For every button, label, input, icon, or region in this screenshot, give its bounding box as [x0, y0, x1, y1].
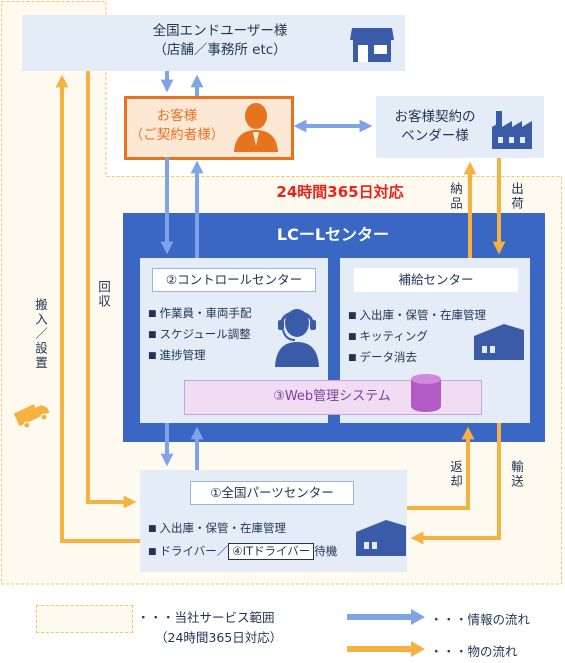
goods-arrow-deliver-install — [55, 74, 140, 543]
legend-info-arrow — [347, 609, 425, 625]
legend-service-area-sub: （24時間365日対応） — [155, 630, 283, 645]
customer-subtitle: （ご契約者様） — [129, 127, 225, 143]
web-system-label: ③Web管理システム — [273, 389, 391, 404]
driver-label: ドライバー／ — [159, 544, 229, 558]
list-item: 作業員・車両手配 — [148, 304, 252, 325]
list-item: スケジュール調整 — [148, 325, 252, 346]
headset-operator-icon — [275, 309, 319, 367]
warehouse-icon — [356, 520, 406, 556]
database-icon — [411, 374, 441, 412]
label-transport: 輸送 — [509, 460, 524, 489]
label-deliver-install: 搬入／設置 — [33, 298, 48, 371]
end-users-box — [22, 15, 405, 71]
goods-arrow-collect — [86, 71, 137, 509]
end-users-subtitle: （店舗／事務所 etc） — [153, 42, 287, 58]
goods-arrow-transport — [410, 423, 501, 545]
legend-goods-flow-label: ・・・物の流れ — [430, 644, 518, 659]
customer-title: お客様 — [156, 108, 198, 124]
label-delivery-in: 納品 — [448, 182, 463, 211]
vendor-title: お客様契約の — [394, 109, 476, 125]
truck-icon — [13, 404, 50, 429]
label-collect: 回収 — [96, 280, 111, 309]
legend-goods-arrow — [347, 641, 425, 657]
it-driver-badge: ④ITドライバー — [228, 543, 315, 560]
label-return: 返却 — [448, 460, 463, 489]
goods-arrow-return — [407, 426, 475, 510]
label-shipment: 出荷 — [509, 182, 524, 211]
lc-center-title: LCーLセンター — [276, 225, 390, 244]
legend-service-area-swatch — [36, 605, 133, 633]
parts-center-title: ①全国パーツセンター — [190, 481, 354, 505]
supply-center-tasks: 入出庫・保管・在庫管理 キッティング データ消去 — [348, 306, 487, 369]
legend-service-area-label: ・・・当社サービス範囲 — [137, 610, 275, 625]
standby-label: 待機 — [314, 544, 338, 558]
vendor-subtitle: ベンダー様 — [401, 128, 469, 144]
list-item: キッティング — [348, 327, 486, 348]
control-center-title: ②コントロールセンター — [152, 268, 316, 292]
control-center-tasks: 作業員・車両手配 スケジュール調整 進捗管理 — [148, 304, 252, 367]
list-item: 入出庫・保管・在庫管理 — [348, 306, 487, 327]
support-hours-label: 24時間365日対応 — [276, 183, 404, 201]
list-item: 進捗管理 — [148, 346, 252, 367]
factory-icon — [492, 111, 532, 149]
list-item: 入出庫・保管・在庫管理 — [148, 519, 337, 540]
warehouse-icon — [474, 324, 524, 360]
end-users-title: 全国エンドユーザー様 — [152, 23, 288, 39]
store-icon — [350, 28, 394, 62]
list-item: データ消去 — [348, 348, 486, 369]
supply-center-title: 補給センター — [354, 268, 518, 292]
person-icon — [234, 103, 278, 152]
legend-info-flow-label: ・・・情報の流れ — [430, 612, 531, 627]
